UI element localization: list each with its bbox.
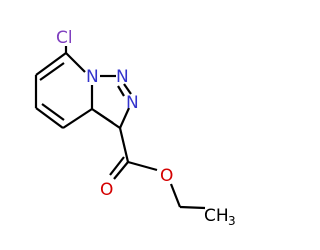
bridgehead-nitrogen-label: N xyxy=(86,67,99,87)
bond-c7-c6 xyxy=(35,52,67,76)
bond-n3-c3 xyxy=(118,107,131,129)
bond-c5-c4 xyxy=(35,107,64,129)
bond-c3-ccarb xyxy=(118,127,130,163)
bond-oester-ch2 xyxy=(169,183,182,208)
bond-c7-c6-inner xyxy=(39,62,65,81)
chlorine-atom-label: Cl xyxy=(56,28,73,48)
bond-ccarb-odouble-b xyxy=(109,156,125,176)
carbonyl-oxygen-label: O xyxy=(100,180,113,200)
methyl-group-label: CH xyxy=(204,206,229,226)
bond-c3-c3a-inner xyxy=(94,110,114,124)
bond-ch2-ch3 xyxy=(179,205,206,210)
nitrogen-2-label: N xyxy=(116,67,129,87)
bond-ccarb-oester xyxy=(127,160,158,172)
nitrogen-3-label: N xyxy=(126,93,139,113)
bond-n-c7 xyxy=(65,52,86,73)
methyl-subscript: 3 xyxy=(228,214,236,228)
bond-ccarb-odouble-a xyxy=(113,161,129,180)
bond-n2-n3-inner xyxy=(117,85,125,97)
bond-n2-n3 xyxy=(123,83,132,95)
bond-c5-c4-inner xyxy=(41,103,65,121)
bond-c4-c3a xyxy=(62,108,93,129)
methyl-ch-text: CH xyxy=(204,206,229,226)
molecule-structure: Cl N N N O O CH 3 xyxy=(34,28,236,228)
ester-oxygen-label: O xyxy=(160,166,173,186)
